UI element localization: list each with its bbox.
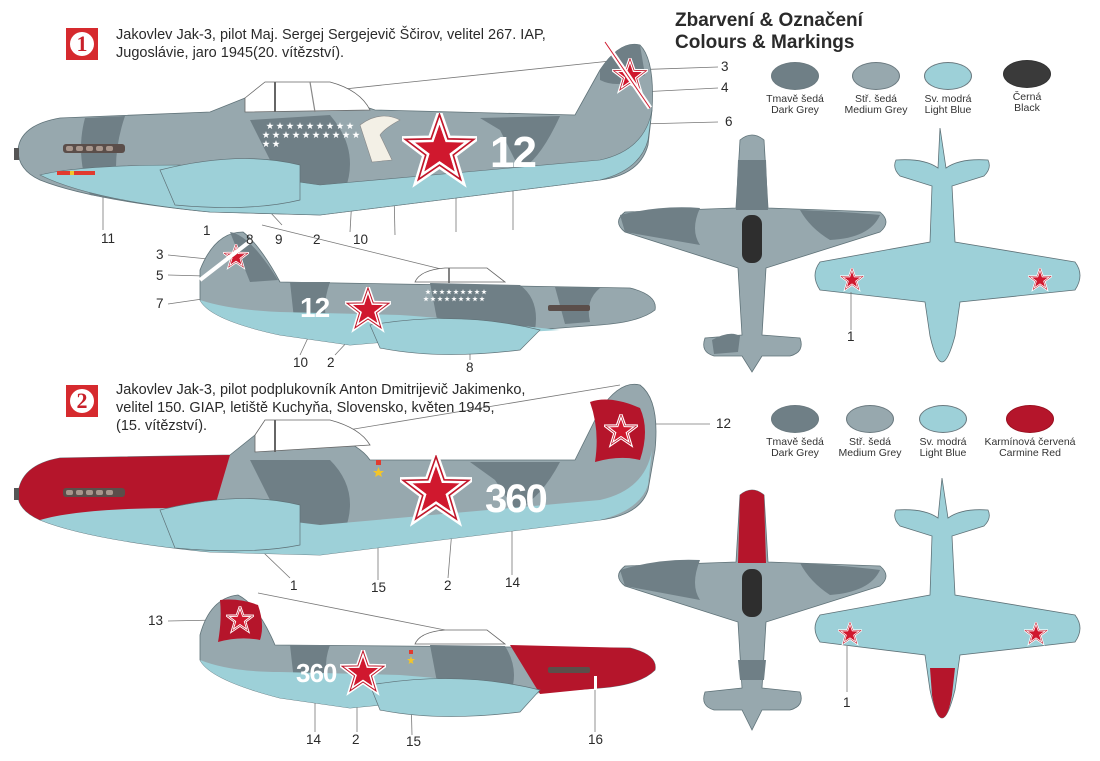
swatch-label-en: Dark Grey bbox=[771, 104, 819, 116]
callout: 1 bbox=[843, 695, 851, 710]
profile-1-description: Jakovlev Jak-3, pilot Maj. Sergej Sergej… bbox=[116, 26, 546, 62]
callout: 11 bbox=[101, 231, 116, 246]
profile-2-left-side bbox=[14, 383, 710, 580]
profile-1-number: 1 bbox=[70, 32, 94, 56]
swatch-label-cz: Sv. modrá bbox=[919, 436, 967, 448]
swatch-oval bbox=[924, 62, 972, 90]
profile-2-desc-line-1: Jakovlev Jak-3, pilot podplukovník Anton… bbox=[116, 382, 526, 398]
callout: 5 bbox=[156, 268, 164, 283]
swatch-oval bbox=[771, 62, 819, 90]
callout: 1 bbox=[290, 578, 298, 593]
callout: 3 bbox=[156, 247, 164, 262]
swatch-oval bbox=[771, 405, 819, 433]
profile-2-top-view bbox=[618, 489, 887, 731]
swatch-medium-grey-1: Stř. šedá Medium Grey bbox=[836, 62, 916, 116]
callout: 3 bbox=[721, 59, 729, 74]
swatch-label-en: Light Blue bbox=[924, 104, 972, 116]
swatch-light-blue-1: Sv. modrá Light Blue bbox=[908, 62, 988, 116]
page-title: Zbarvení & Označení Colours & Markings bbox=[675, 10, 863, 54]
profile-2-tactical-number-large: 360 bbox=[485, 477, 548, 521]
swatch-label-en: Medium Grey bbox=[838, 447, 902, 459]
callout: 1 bbox=[203, 223, 211, 238]
callout: 14 bbox=[306, 732, 322, 747]
swatch-label-en: Medium Grey bbox=[844, 104, 908, 116]
profile-2-description: Jakovlev Jak-3, pilot podplukovník Anton… bbox=[116, 381, 525, 435]
swatch-label-en: Dark Grey bbox=[771, 447, 819, 459]
swatch-label-cz: Stř. šedá bbox=[848, 436, 892, 448]
profile-1-underside bbox=[814, 127, 1081, 363]
swatch-label-cz: Stř. šedá bbox=[854, 93, 898, 105]
profile-2-underside bbox=[814, 477, 1081, 719]
profile-2-tactical-number-small: 360 bbox=[296, 658, 337, 688]
callout: 4 bbox=[721, 80, 729, 95]
swatch-label-cz: Tmavě šedá bbox=[766, 93, 824, 105]
profile-1-top-view bbox=[618, 134, 887, 373]
profile-1-right-side bbox=[167, 224, 656, 360]
profile-1-desc-line-2: Jugoslávie, jaro 1945(20. vítězství). bbox=[116, 45, 345, 61]
swatch-oval bbox=[852, 62, 900, 90]
title-czech: Zbarvení & Označení bbox=[675, 10, 863, 31]
callout: 14 bbox=[505, 575, 521, 590]
swatch-carmine-red-2: Karmínová červená Carmine Red bbox=[975, 405, 1085, 459]
callout: 7 bbox=[156, 296, 164, 311]
swatch-medium-grey-2: Stř. šedá Medium Grey bbox=[830, 405, 910, 459]
swatch-light-blue-2: Sv. modrá Light Blue bbox=[903, 405, 983, 459]
callout: 2 bbox=[444, 578, 452, 593]
callout: 10 bbox=[353, 232, 369, 247]
swatch-black-1: Černá Black bbox=[987, 60, 1067, 114]
callout: 15 bbox=[406, 734, 422, 749]
profile-2-desc-line-3: (15. vítězství). bbox=[116, 418, 208, 434]
profile-1-left-side bbox=[14, 40, 719, 236]
callout: 8 bbox=[466, 360, 474, 375]
callout: 2 bbox=[313, 232, 321, 247]
swatch-label-cz: Tmavě šedá bbox=[766, 436, 824, 448]
profile-2-number: 2 bbox=[70, 389, 94, 413]
profile-1-tactical-number-large: 12 bbox=[490, 128, 537, 177]
callout: 12 bbox=[716, 416, 732, 431]
callout: 16 bbox=[588, 732, 604, 747]
swatch-oval bbox=[1003, 60, 1051, 88]
swatch-label-cz: Černá bbox=[1012, 91, 1042, 103]
swatch-label-cz: Sv. modrá bbox=[924, 93, 972, 105]
profile-2-desc-line-2: velitel 150. GIAP, letiště Kuchyňa, Slov… bbox=[116, 400, 495, 416]
swatch-label-en: Light Blue bbox=[919, 447, 967, 459]
callout: 13 bbox=[148, 613, 164, 628]
title-english: Colours & Markings bbox=[675, 32, 855, 53]
profile-2-right-side bbox=[167, 592, 656, 736]
callout: 15 bbox=[371, 580, 387, 595]
swatch-label-en: Carmine Red bbox=[999, 447, 1061, 459]
callout: 9 bbox=[275, 232, 283, 247]
callout: 1 bbox=[847, 329, 855, 344]
callout: 2 bbox=[327, 355, 335, 370]
profile-1-tactical-number-small: 12 bbox=[300, 292, 330, 323]
profile-2-badge: 2 bbox=[66, 385, 98, 417]
swatch-dark-grey-1: Tmavě šedá Dark Grey bbox=[755, 62, 835, 116]
callout: 10 bbox=[293, 355, 309, 370]
swatch-label-cz: Karmínová červená bbox=[984, 436, 1076, 448]
swatch-label-en: Black bbox=[1014, 102, 1040, 114]
profile-1-badge: 1 bbox=[66, 28, 98, 60]
swatch-oval bbox=[1006, 405, 1054, 433]
profile-1-desc-line-1: Jakovlev Jak-3, pilot Maj. Sergej Sergej… bbox=[116, 27, 546, 43]
swatch-oval bbox=[919, 405, 967, 433]
callout: 8 bbox=[246, 232, 254, 247]
swatch-dark-grey-2: Tmavě šedá Dark Grey bbox=[755, 405, 835, 459]
swatch-oval bbox=[846, 405, 894, 433]
callout: 6 bbox=[725, 114, 733, 129]
callout: 2 bbox=[352, 732, 360, 747]
